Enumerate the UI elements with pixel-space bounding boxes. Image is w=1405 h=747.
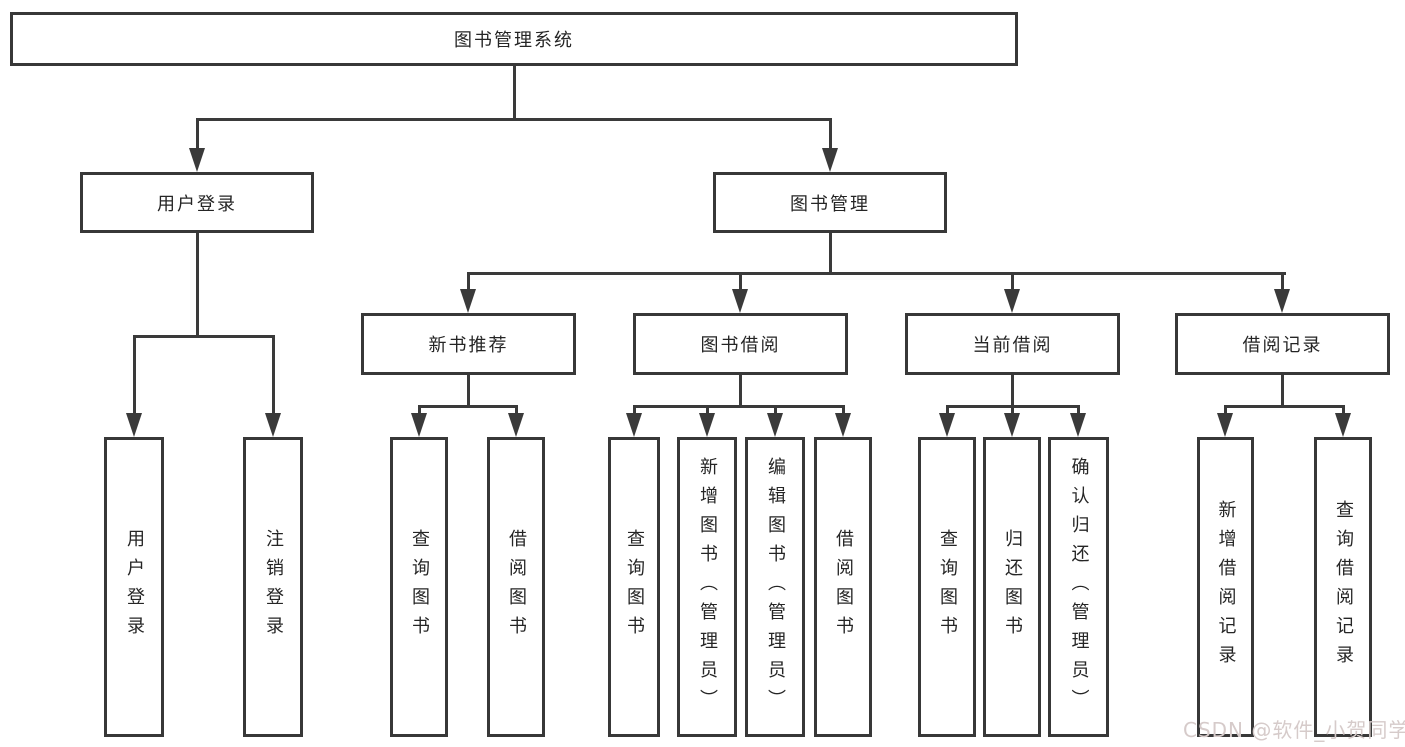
leaf-label: 查询图书 [409, 529, 430, 645]
node-book-management: 图书管理 [713, 172, 947, 233]
connector-vline [195, 233, 199, 335]
arrowhead-down-icon [265, 413, 281, 437]
arrowhead-down-icon [126, 413, 142, 437]
connector-vline [195, 118, 199, 154]
arrowhead-down-icon [1004, 289, 1020, 313]
node-label: 借阅记录 [1242, 335, 1323, 356]
node-label: 图书管理 [790, 193, 870, 215]
connector-vline [739, 272, 742, 294]
node-book-borrowing: 图书借阅 [633, 313, 848, 375]
connector-hline [632, 405, 845, 408]
connector-vline [1011, 375, 1014, 405]
connector-vline [705, 405, 709, 417]
connector-vline [514, 405, 518, 417]
connector-hline [1223, 405, 1345, 408]
arrowhead-down-icon [767, 413, 783, 437]
leaf-add-borrow-record: 新增借阅记录 [1197, 437, 1254, 737]
arrowhead-down-icon [835, 413, 851, 437]
arrowhead-down-icon [411, 413, 427, 437]
connector-vline [1223, 405, 1227, 417]
leaf-borrow-books-2: 借阅图书 [814, 437, 872, 737]
node-library-management-system: 图书管理系统 [10, 12, 1018, 66]
connector-vline [841, 405, 845, 417]
leaf-label: 用户登录 [124, 529, 145, 645]
leaf-label: 新增图书（管理员） [697, 456, 718, 718]
connector-hline [132, 335, 275, 338]
connector-vline [1077, 405, 1080, 417]
connector-vline [945, 405, 949, 417]
csdn-watermark: CSDN @软件_小贺同学 [1183, 718, 1405, 742]
connector-vline [466, 272, 470, 294]
leaf-add-books-admin: 新增图书（管理员） [677, 437, 737, 737]
arrowhead-down-icon [1004, 413, 1020, 437]
connector-vline [1011, 272, 1014, 294]
leaf-label: 确认归还（管理员） [1068, 456, 1090, 718]
connector-vline [828, 233, 832, 275]
node-label: 当前借阅 [972, 335, 1053, 356]
arrowhead-down-icon [1335, 413, 1351, 437]
connector-vline [132, 335, 136, 417]
leaf-logout: 注销登录 [243, 437, 303, 737]
connector-hline [417, 405, 518, 408]
leaf-label: 注销登录 [263, 529, 284, 645]
arrowhead-down-icon [508, 413, 524, 437]
arrowhead-down-icon [1070, 413, 1086, 437]
arrowhead-down-icon [189, 148, 205, 172]
connector-vline [739, 375, 742, 405]
leaf-label: 借阅图书 [506, 529, 527, 645]
leaf-user-login: 用户登录 [104, 437, 164, 737]
connector-vline [632, 405, 636, 417]
connector-vline [828, 118, 832, 154]
node-label: 新书推荐 [428, 335, 509, 356]
connector-vline [1281, 272, 1284, 294]
arrowhead-down-icon [626, 413, 642, 437]
leaf-label: 编辑图书（管理员） [765, 456, 786, 718]
arrowhead-down-icon [699, 413, 715, 437]
connector-vline [1281, 375, 1284, 405]
arrowhead-down-icon [1217, 413, 1233, 437]
node-user-login: 用户登录 [80, 172, 314, 233]
connector-hline [195, 118, 832, 121]
connector-vline [512, 66, 516, 118]
leaf-label: 归还图书 [1002, 529, 1023, 645]
connector-vline [773, 405, 777, 417]
connector-vline [417, 405, 421, 417]
leaf-label: 查询图书 [624, 529, 645, 645]
leaf-label: 借阅图书 [833, 529, 854, 645]
node-label: 用户登录 [157, 193, 237, 215]
connector-vline [1010, 405, 1014, 417]
leaf-query-books-2: 查询图书 [608, 437, 660, 737]
leaf-return-books: 归还图书 [983, 437, 1041, 737]
leaf-query-borrow-record: 查询借阅记录 [1314, 437, 1372, 737]
leaf-query-books-3: 查询图书 [918, 437, 976, 737]
arrowhead-down-icon [732, 289, 748, 313]
leaf-edit-books-admin: 编辑图书（管理员） [745, 437, 805, 737]
connector-vline [1341, 405, 1345, 417]
arrowhead-down-icon [939, 413, 955, 437]
node-label: 图书借阅 [700, 335, 781, 356]
leaf-label: 查询图书 [937, 529, 958, 645]
leaf-borrow-books-1: 借阅图书 [487, 437, 545, 737]
node-label: 图书管理系统 [454, 30, 574, 51]
node-new-book-recommendation: 新书推荐 [361, 313, 576, 375]
connector-vline [271, 335, 275, 417]
leaf-confirm-return-admin: 确认归还（管理员） [1048, 437, 1109, 737]
node-current-borrowing: 当前借阅 [905, 313, 1120, 375]
leaf-label: 新增借阅记录 [1215, 500, 1237, 674]
leaf-label: 查询借阅记录 [1333, 500, 1354, 674]
connector-hline [466, 272, 1286, 275]
connector-vline [466, 375, 470, 405]
arrowhead-down-icon [460, 289, 476, 313]
arrowhead-down-icon [1274, 289, 1290, 313]
node-borrowing-records: 借阅记录 [1175, 313, 1390, 375]
arrowhead-down-icon [822, 148, 838, 172]
leaf-query-books-1: 查询图书 [390, 437, 448, 737]
